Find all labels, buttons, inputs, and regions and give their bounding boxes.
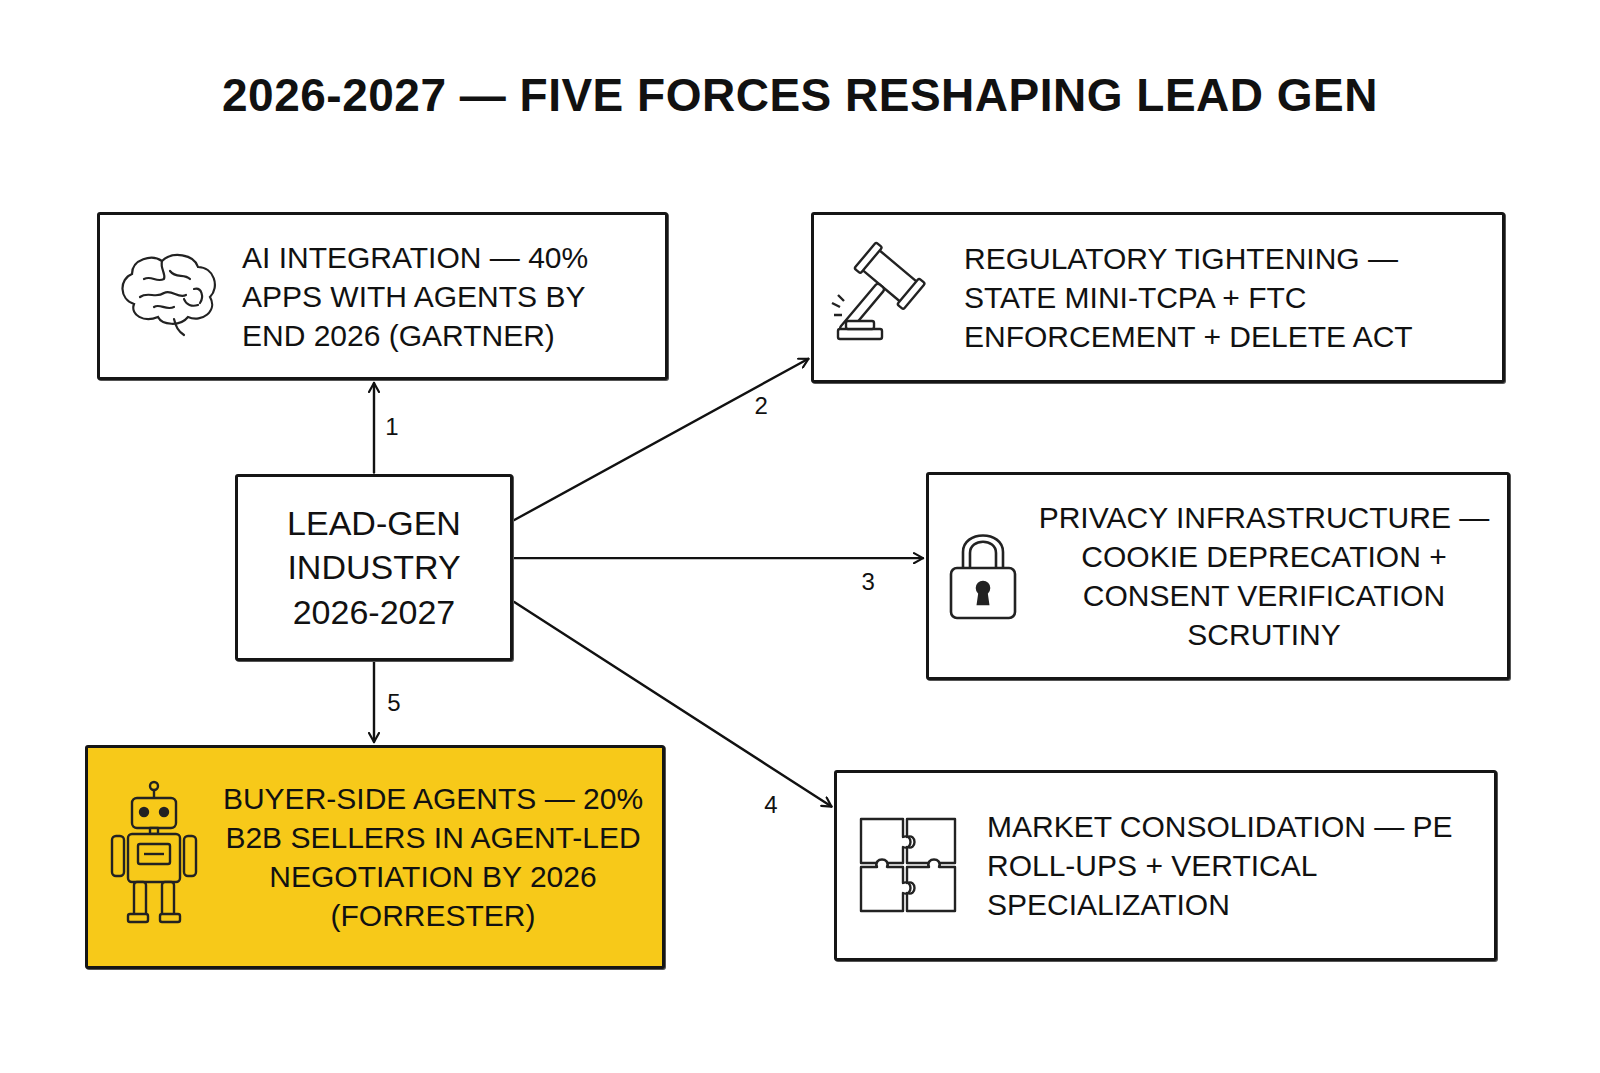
lock-icon [943,524,1023,628]
arrow-connector [373,383,375,473]
callout-number: 3 [858,568,877,596]
node-text: BUYER-SIDE AGENTS — 20% B2B SELLERS IN A… [216,779,650,935]
robot-icon [104,780,204,934]
callout-number: 1 [382,413,401,441]
arrow-connector [515,557,924,559]
node-text: PRIVACY INFRASTRUCTURE — COOKIE DEPRECAT… [1033,498,1495,654]
arrow-connector [373,663,375,743]
brain-icon [114,249,224,343]
puzzle-icon [851,809,971,923]
arrow-connector [514,359,808,520]
node-text: MARKET CONSOLIDATION — PE ROLL-UPS + VER… [987,807,1480,924]
industry-box: LEAD-GEN INDUSTRY 2026-2027 [235,474,513,661]
force-box: PRIVACY INFRASTRUCTURE — COOKIE DEPRECAT… [926,472,1510,680]
node-text: LEAD-GEN INDUSTRY 2026-2027 [252,501,496,634]
diagram-title: 2026-2027 — FIVE FORCES RESHAPING LEAD G… [0,68,1600,122]
callout-number: 4 [761,791,780,819]
node-text: AI INTEGRATION — 40% APPS WITH AGENTS BY… [242,238,651,355]
force-box: AI INTEGRATION — 40% APPS WITH AGENTS BY… [97,212,668,380]
callout-number: 2 [752,392,771,420]
callout-number: 5 [384,689,403,717]
force-box: REGULATORY TIGHTENING — STATE MINI-TCPA … [811,212,1505,383]
force-box: MARKET CONSOLIDATION — PE ROLL-UPS + VER… [834,770,1497,961]
highlight-box: BUYER-SIDE AGENTS — 20% B2B SELLERS IN A… [85,745,665,969]
node-text: REGULATORY TIGHTENING — STATE MINI-TCPA … [964,239,1488,356]
gavel-icon [828,241,948,355]
